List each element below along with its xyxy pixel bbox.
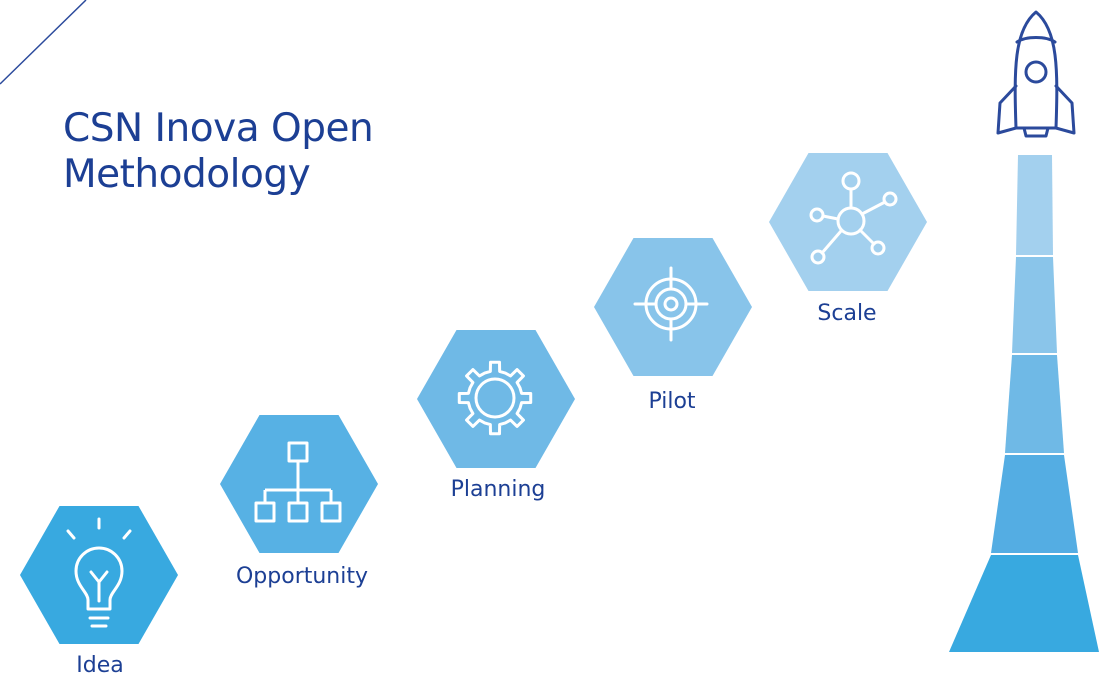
stage-hexagon	[769, 153, 927, 291]
rocket-icon	[996, 10, 1076, 138]
lightbulb-icon	[66, 517, 132, 628]
stage-hexagon	[417, 330, 575, 468]
stage-scale	[769, 153, 927, 291]
stage-label-pilot: Pilot	[648, 389, 696, 414]
stage-opportunity	[220, 415, 378, 553]
stage-idea	[20, 506, 178, 644]
stage-planning	[417, 330, 575, 468]
stage-label-opportunity: Opportunity	[235, 564, 369, 589]
rocket-trail	[949, 155, 1099, 652]
stage-pilot	[594, 238, 752, 376]
org-chart-icon	[254, 441, 342, 523]
title-line-1: CSN Inova Open	[63, 106, 374, 151]
trail-segment-2	[991, 455, 1078, 553]
stage-label-scale: Scale	[817, 301, 877, 326]
page-title: CSN Inova Open Methodology	[63, 106, 374, 198]
network-icon	[809, 171, 898, 265]
stage-hexagon	[20, 506, 178, 644]
title-line-2: Methodology	[63, 152, 311, 197]
stage-label-planning: Planning	[450, 477, 546, 502]
stage-hexagon	[594, 238, 752, 376]
trail-segment-3	[1005, 355, 1064, 453]
trail-segment-4	[1012, 257, 1057, 353]
trail-segment-5	[1016, 155, 1053, 255]
trail-segment-1	[949, 555, 1099, 652]
gear-icon	[457, 360, 533, 436]
target-icon	[633, 266, 709, 342]
stage-label-idea: Idea	[76, 653, 124, 678]
